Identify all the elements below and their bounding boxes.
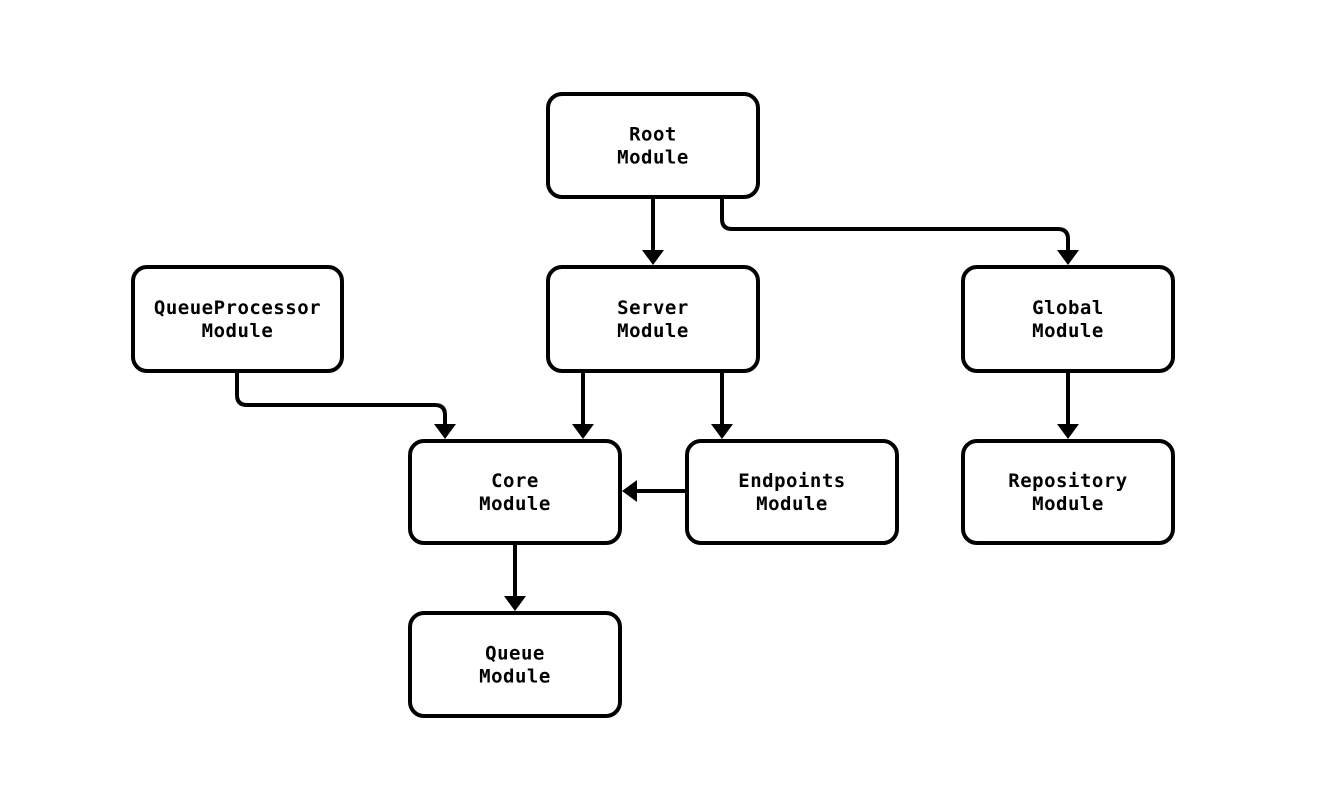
node-label-line-1: Repository: [1008, 470, 1127, 492]
arrowhead-icon: [642, 250, 664, 265]
node-label-line-2: Module: [756, 493, 828, 515]
edge-queueprocessor-to-core: [235, 371, 456, 439]
arrowhead-icon: [1057, 424, 1079, 439]
node-label-line-2: Module: [479, 493, 551, 515]
edge-layer: [235, 197, 1079, 611]
node-label-line-1: Global: [1032, 297, 1104, 319]
node-box[interactable]: [961, 265, 1175, 373]
node-label-line-2: Module: [617, 320, 689, 342]
node-label-line-1: Endpoints: [738, 470, 845, 492]
edge-line: [720, 197, 1070, 253]
node-box[interactable]: [961, 439, 1175, 545]
node-label-line-2: Module: [479, 665, 551, 687]
arrowhead-icon: [572, 424, 594, 439]
edge-global-to-repository: [1057, 371, 1079, 439]
edge-endpoints-to-core: [622, 480, 687, 502]
edge-server-to-endpoints: [711, 371, 733, 439]
node-box[interactable]: [546, 265, 760, 373]
node-box[interactable]: [131, 265, 344, 373]
node-label-line-2: Module: [202, 320, 274, 342]
edge-root-to-server: [642, 197, 664, 265]
edge-root-to-global: [720, 197, 1079, 265]
node-label-line-2: Module: [1032, 493, 1104, 515]
arrowhead-icon: [622, 480, 637, 502]
node-box[interactable]: [546, 92, 760, 199]
node-label-line-1: QueueProcessor: [154, 297, 321, 319]
node-box[interactable]: [408, 611, 622, 718]
edge-core-to-queue: [504, 543, 526, 611]
node-label-line-1: Server: [617, 297, 689, 319]
arrowhead-icon: [504, 596, 526, 611]
node-label-line-2: Module: [617, 146, 689, 168]
edge-line: [235, 371, 447, 427]
node-box[interactable]: [408, 439, 622, 545]
node-label-line-1: Core: [491, 470, 539, 492]
node-label-line-1: Queue: [485, 642, 545, 664]
arrowhead-icon: [434, 424, 456, 439]
node-label-line-2: Module: [1032, 320, 1104, 342]
edge-server-to-core: [572, 371, 594, 439]
node-label-line-1: Root: [629, 123, 677, 145]
node-box[interactable]: [685, 439, 899, 545]
arrowhead-icon: [711, 424, 733, 439]
arrowhead-icon: [1057, 250, 1079, 265]
